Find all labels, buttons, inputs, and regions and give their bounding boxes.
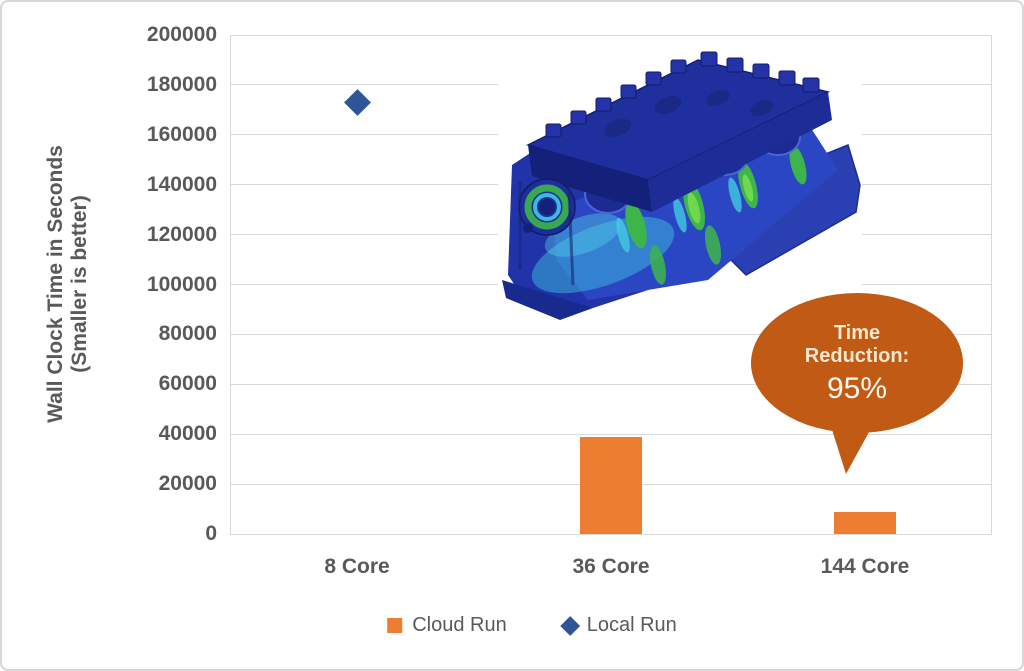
legend-label: Local Run: [586, 614, 677, 636]
cloud-run-bar: [834, 511, 896, 534]
x-axis-category-label: 144 Core: [820, 555, 910, 578]
y-gridline: [230, 333, 992, 335]
y-axis-tick-label: 60000: [158, 372, 217, 396]
engine-block-simulation-image: [498, 50, 862, 327]
diamond-swatch-icon: [559, 615, 580, 636]
time-reduction-callout-bubble: [751, 293, 963, 474]
y-axis-tick-label: 20000: [158, 472, 217, 496]
y-gridline: [230, 433, 992, 435]
legend-label: Cloud Run: [412, 614, 507, 636]
plot-area: [230, 35, 992, 534]
square-swatch-icon: [387, 618, 403, 633]
y-axis-title-line1: Wall Clock Time in Seconds: [44, 145, 67, 423]
legend-item-cloud-run: Cloud Run: [387, 614, 507, 637]
y-axis-tick-label: 160000: [146, 122, 217, 146]
y-axis-tick-label: 40000: [158, 422, 217, 446]
y-axis-tick-label: 180000: [146, 72, 217, 96]
y-gridline: [230, 533, 992, 535]
y-axis-tick-label: 80000: [158, 322, 217, 346]
y-gridline: [230, 34, 992, 36]
y-gridline: [230, 383, 992, 385]
cloud-run-bar: [580, 436, 642, 534]
y-axis-tick-label: 120000: [146, 222, 217, 246]
y-axis-tick-label: 200000: [146, 23, 217, 46]
legend-item-local-run: Local Run: [559, 614, 677, 637]
y-axis-tick-label: 140000: [146, 172, 217, 196]
y-axis-title: Wall Clock Time in Seconds (Smaller is b…: [44, 34, 92, 534]
x-axis-category-label: 8 Core: [324, 555, 390, 578]
x-axis-category-label: 36 Core: [572, 555, 650, 578]
y-axis-tick-label: 100000: [146, 272, 217, 296]
y-axis-title-line2: (Smaller is better): [68, 195, 91, 373]
chart-legend: Cloud Run Local Run: [387, 614, 677, 637]
y-axis-tick-label: 0: [205, 522, 217, 545]
